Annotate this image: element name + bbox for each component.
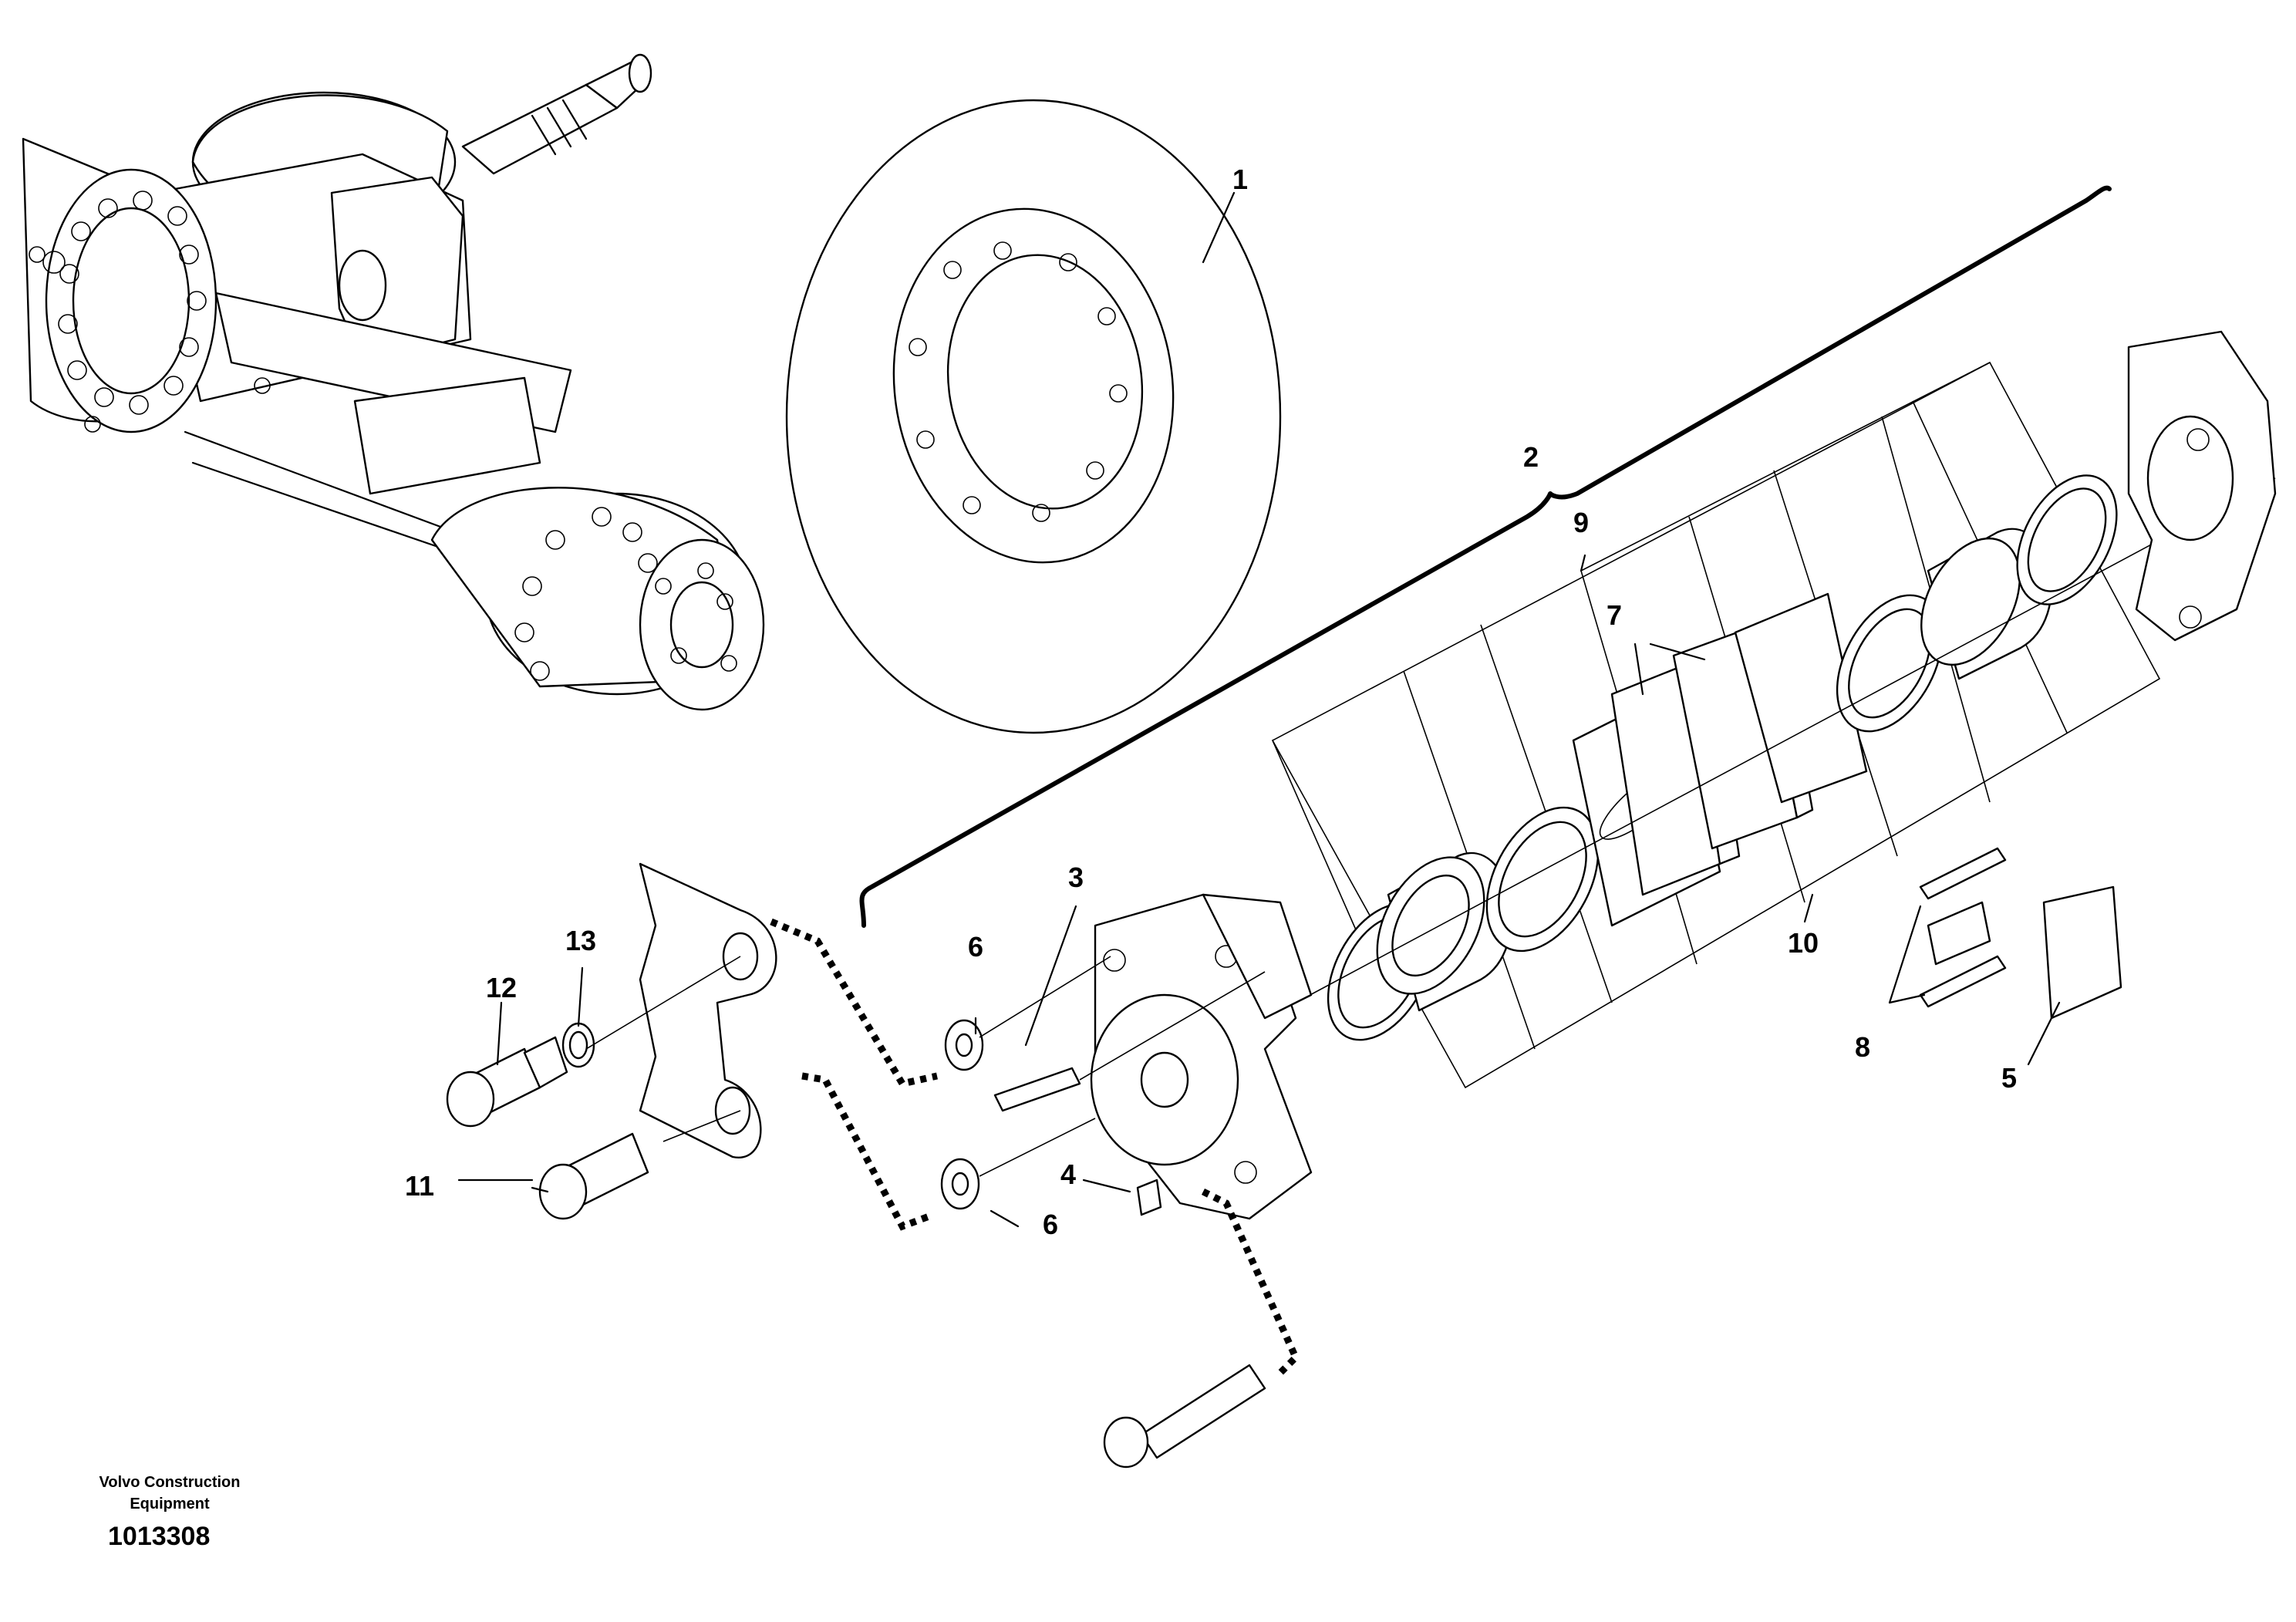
dashed-connectors bbox=[770, 918, 1300, 1376]
axle-assembly-illustration bbox=[22, 53, 765, 711]
kit-outline-lines bbox=[1271, 361, 2161, 1089]
mounting-bracket bbox=[639, 862, 777, 1158]
callout-10: 10 bbox=[1788, 927, 1819, 959]
callout-12: 12 bbox=[486, 972, 517, 1003]
callout-1: 1 bbox=[1232, 164, 1248, 195]
callout-11: 11 bbox=[405, 1170, 434, 1202]
caliper-half-outer bbox=[2127, 330, 2277, 642]
caliper-internal-parts bbox=[1295, 474, 2276, 1041]
brand-line-2: Equipment bbox=[130, 1496, 210, 1512]
callout-3: 3 bbox=[1068, 862, 1084, 893]
brand-line-1: Volvo Construction bbox=[99, 1474, 241, 1491]
assembly-axis-lines bbox=[585, 956, 1266, 1177]
callout-8: 8 bbox=[1855, 1031, 1870, 1063]
brake-disc bbox=[785, 99, 1282, 734]
hardware bbox=[446, 847, 2122, 1469]
callout-6-lower: 6 bbox=[1043, 1209, 1058, 1240]
callout-5: 5 bbox=[2001, 1062, 2017, 1094]
leader-lines bbox=[457, 191, 2061, 1228]
callout-4: 4 bbox=[1060, 1158, 1076, 1190]
callout-6-upper: 6 bbox=[968, 931, 983, 963]
callout-13: 13 bbox=[565, 925, 596, 956]
caliper-half-inner bbox=[1090, 893, 1313, 1220]
doc-number: 1013308 bbox=[108, 1522, 210, 1551]
callout-9: 9 bbox=[1573, 507, 1589, 538]
assembly-brace bbox=[859, 185, 2112, 928]
callout-7: 7 bbox=[1607, 599, 1622, 631]
callout-2: 2 bbox=[1523, 441, 1539, 473]
